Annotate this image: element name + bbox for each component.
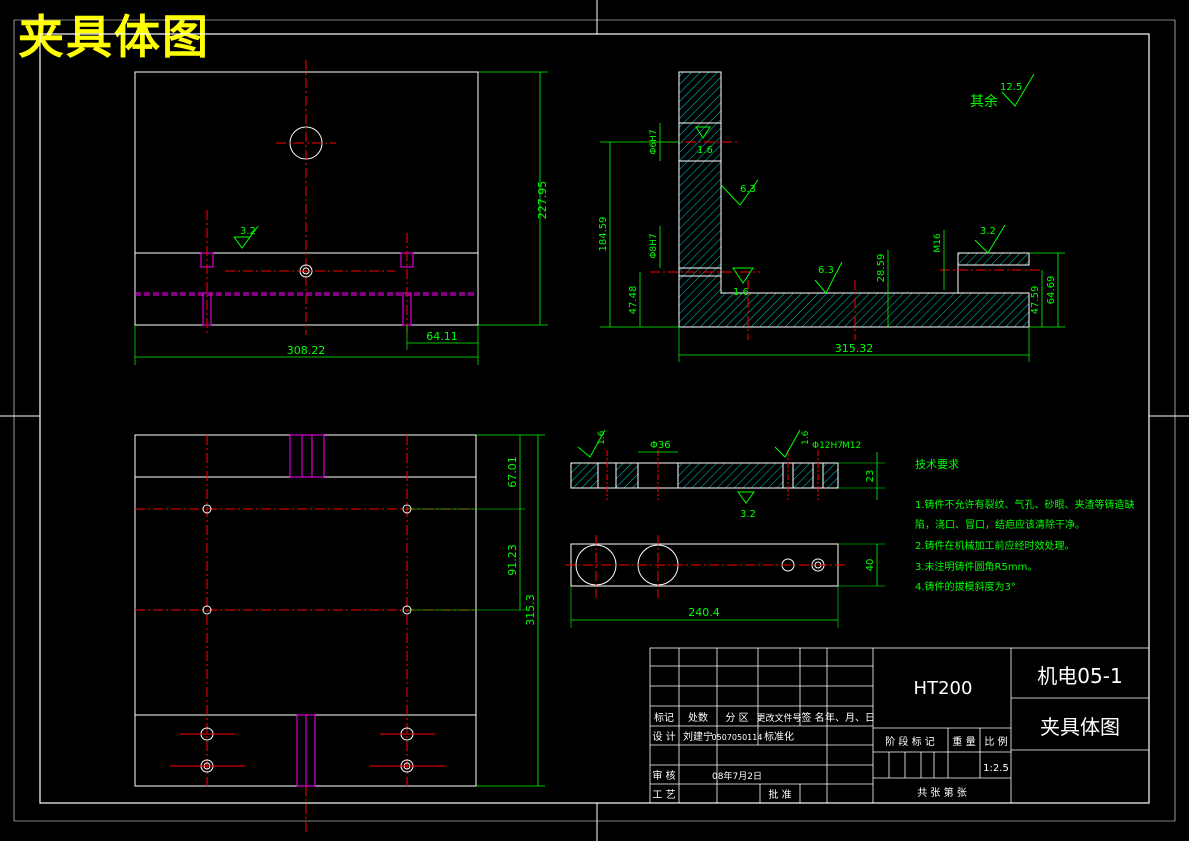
plate-roughness-1-6-b: 1.6 (801, 430, 811, 445)
dim-67-01: 67.01 (506, 456, 519, 488)
plate-m12: M12 (842, 441, 861, 451)
roughness-3-2-side: 3.2 (980, 226, 996, 237)
dim-184-59: 184.59 (598, 217, 609, 252)
drawing-name-label: 夹具体图 (1040, 715, 1120, 739)
stage-label: 阶 段 标 记 (885, 735, 935, 748)
title-block (649, 647, 1150, 804)
hdr-qianming: 签 名 (801, 711, 824, 724)
title-block-text: HT200 机电05-1 夹具体图 标记 处数 分 区 更改文件号 签 名 年、… (652, 664, 1122, 801)
row-biaozhun: 标准化 (764, 730, 794, 743)
dim-315-32: 315.32 (835, 342, 874, 355)
row-date: 08年7月2日 (712, 770, 762, 782)
material-label: HT200 (914, 678, 973, 699)
hdr-chushu: 处数 (688, 711, 708, 724)
hole-phi6h7: Φ6H7 (649, 129, 659, 154)
front-view: 3.2 227.95 308.22 64.11 (134, 60, 549, 365)
plate-width-240-4: 240.4 (688, 606, 720, 619)
hdr-gengai: 更改文件号 (756, 712, 801, 724)
sheets-label: 共 张 第 张 (917, 786, 967, 799)
plate-height-40: 40 (865, 559, 876, 572)
roughness-6-3-a: 6.3 (740, 184, 756, 195)
dim-315-3: 315.3 (524, 594, 537, 626)
row-sheji: 设 计 (652, 730, 675, 743)
weight-label: 重 量 (952, 735, 975, 748)
technical-notes: 技术要求 1.铸件不允许有裂纹、气孔、砂眼、夹渣等铸造缺 陷，浇口、冒口，结疤应… (915, 458, 1135, 593)
notes-heading: 技术要求 (915, 458, 959, 471)
ratio-label: 比 例 (984, 735, 1007, 748)
dim-64-69: 64.69 (1046, 276, 1057, 305)
plate-phi36: Φ36 (650, 440, 671, 451)
dim-227-95: 227.95 (536, 181, 549, 220)
drawing-title: 夹具体图 (18, 10, 210, 64)
roughness-6-3-b: 6.3 (818, 265, 834, 276)
plate-phi12h7: Φ12H7 (812, 441, 843, 451)
company-label: 机电05-1 (1037, 664, 1122, 688)
hdr-fenqu: 分 区 (725, 712, 748, 724)
hdr-date: 年、月、日 (825, 711, 875, 724)
plate-roughness-1-6-a: 1.6 (597, 430, 607, 445)
dim-91-23: 91.23 (506, 544, 519, 576)
dim-308-22: 308.22 (287, 344, 326, 357)
row-pizhun: 批 准 (768, 788, 791, 801)
dim-64-11: 64.11 (426, 330, 458, 343)
row-name: 刘建宁 (683, 730, 713, 743)
roughness-3-2-front: 3.2 (240, 226, 256, 237)
note-1b: 陷，浇口、冒口，结疤应该清除干净。 (915, 518, 1085, 531)
note-4: 4.铸件的拔模斜度为3° (915, 580, 1016, 593)
hdr-biaoji: 标记 (654, 712, 674, 724)
note-3: 3.未注明铸件圆角R5mm。 (915, 560, 1037, 573)
plate-roughness-3-2: 3.2 (740, 509, 756, 520)
row-num: 0507050114 (712, 733, 763, 742)
dim-47-48: 47.48 (628, 286, 639, 315)
plate-thickness-23: 23 (865, 470, 876, 483)
note-2: 2.铸件在机械加工前应经时效处理。 (915, 539, 1075, 552)
scale-value: 1:2.5 (983, 763, 1009, 774)
dim-47-59: 47.59 (1030, 286, 1041, 315)
plate-detail-view: 1.6 1.6 3.2 Φ36 Φ12H7 M12 23 40 240.4 (565, 429, 885, 628)
note-1a: 1.铸件不允许有裂纹、气孔、砂眼、夹渣等铸造缺 (915, 498, 1135, 511)
roughness-1-6-b: 1.6 (733, 287, 749, 298)
hole-phi8h7: Φ8H7 (649, 233, 659, 258)
thread-m16: M16 (933, 233, 943, 252)
dim-28-59: 28.59 (876, 254, 887, 283)
plan-view: 315.3 67.01 91.23 (134, 434, 545, 835)
other-roughness-label: 其余 (970, 93, 998, 110)
row-shenhe: 审 核 (652, 769, 675, 782)
row-gongyi: 工 艺 (652, 789, 675, 801)
other-roughness-value: 12.5 (1000, 82, 1022, 93)
side-section-view: 1.6 1.6 6.3 6.3 3.2 其余 12.5 184.59 47.48… (598, 71, 1065, 362)
roughness-1-6-a: 1.6 (697, 145, 713, 156)
